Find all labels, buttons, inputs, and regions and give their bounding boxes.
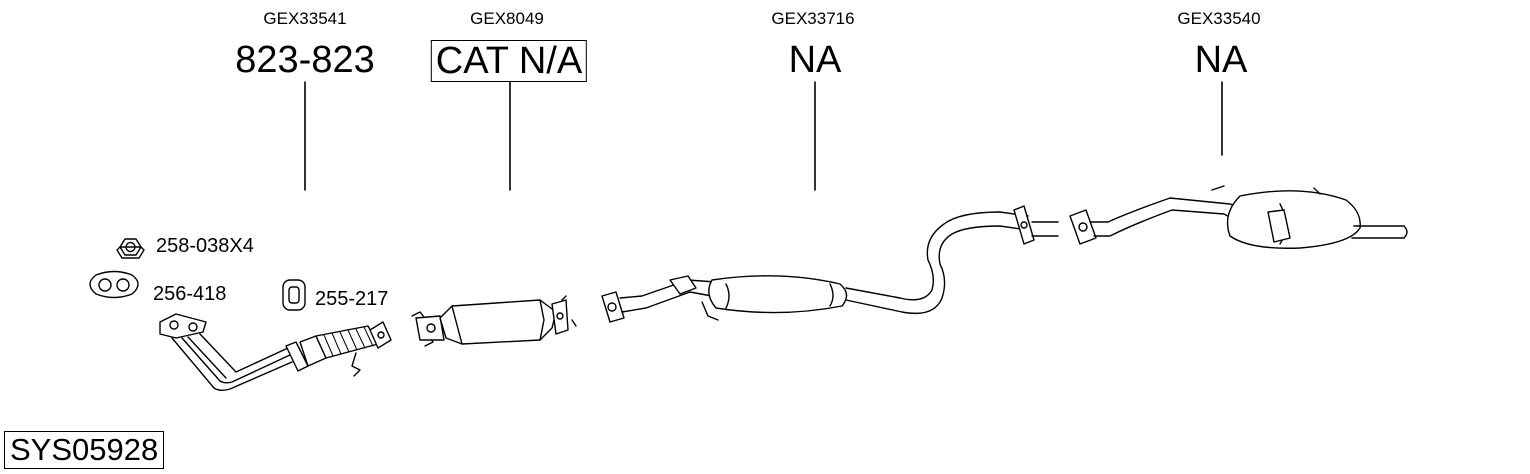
part-code: GEX33541 xyxy=(263,9,347,28)
part-code: GEX33716 xyxy=(771,9,855,28)
accessory-label-gasket: 256-418 xyxy=(153,283,227,305)
gasket-icon xyxy=(89,270,139,299)
accessory-label-nut: 258-038X4 xyxy=(156,235,254,257)
system-code-badge: SYS05928 xyxy=(4,431,165,469)
part-code: GEX8049 xyxy=(470,9,544,28)
part-reference: NA xyxy=(1194,39,1248,81)
centre-silencer-part xyxy=(601,205,1059,323)
rubber-mount-icon xyxy=(282,279,306,311)
part-reference: 823-823 xyxy=(235,39,375,81)
catalytic-converter-part xyxy=(411,295,577,347)
rear-silencer-part xyxy=(1069,185,1408,249)
front-pipe-part xyxy=(159,313,392,391)
part-reference: NA xyxy=(788,39,842,81)
nut-icon xyxy=(116,238,145,259)
accessory-label-mount: 255-217 xyxy=(315,288,389,310)
part-code: GEX33540 xyxy=(1177,9,1261,28)
part-reference-boxed: CAT N/A xyxy=(430,40,588,82)
leader-lines xyxy=(304,81,1223,191)
